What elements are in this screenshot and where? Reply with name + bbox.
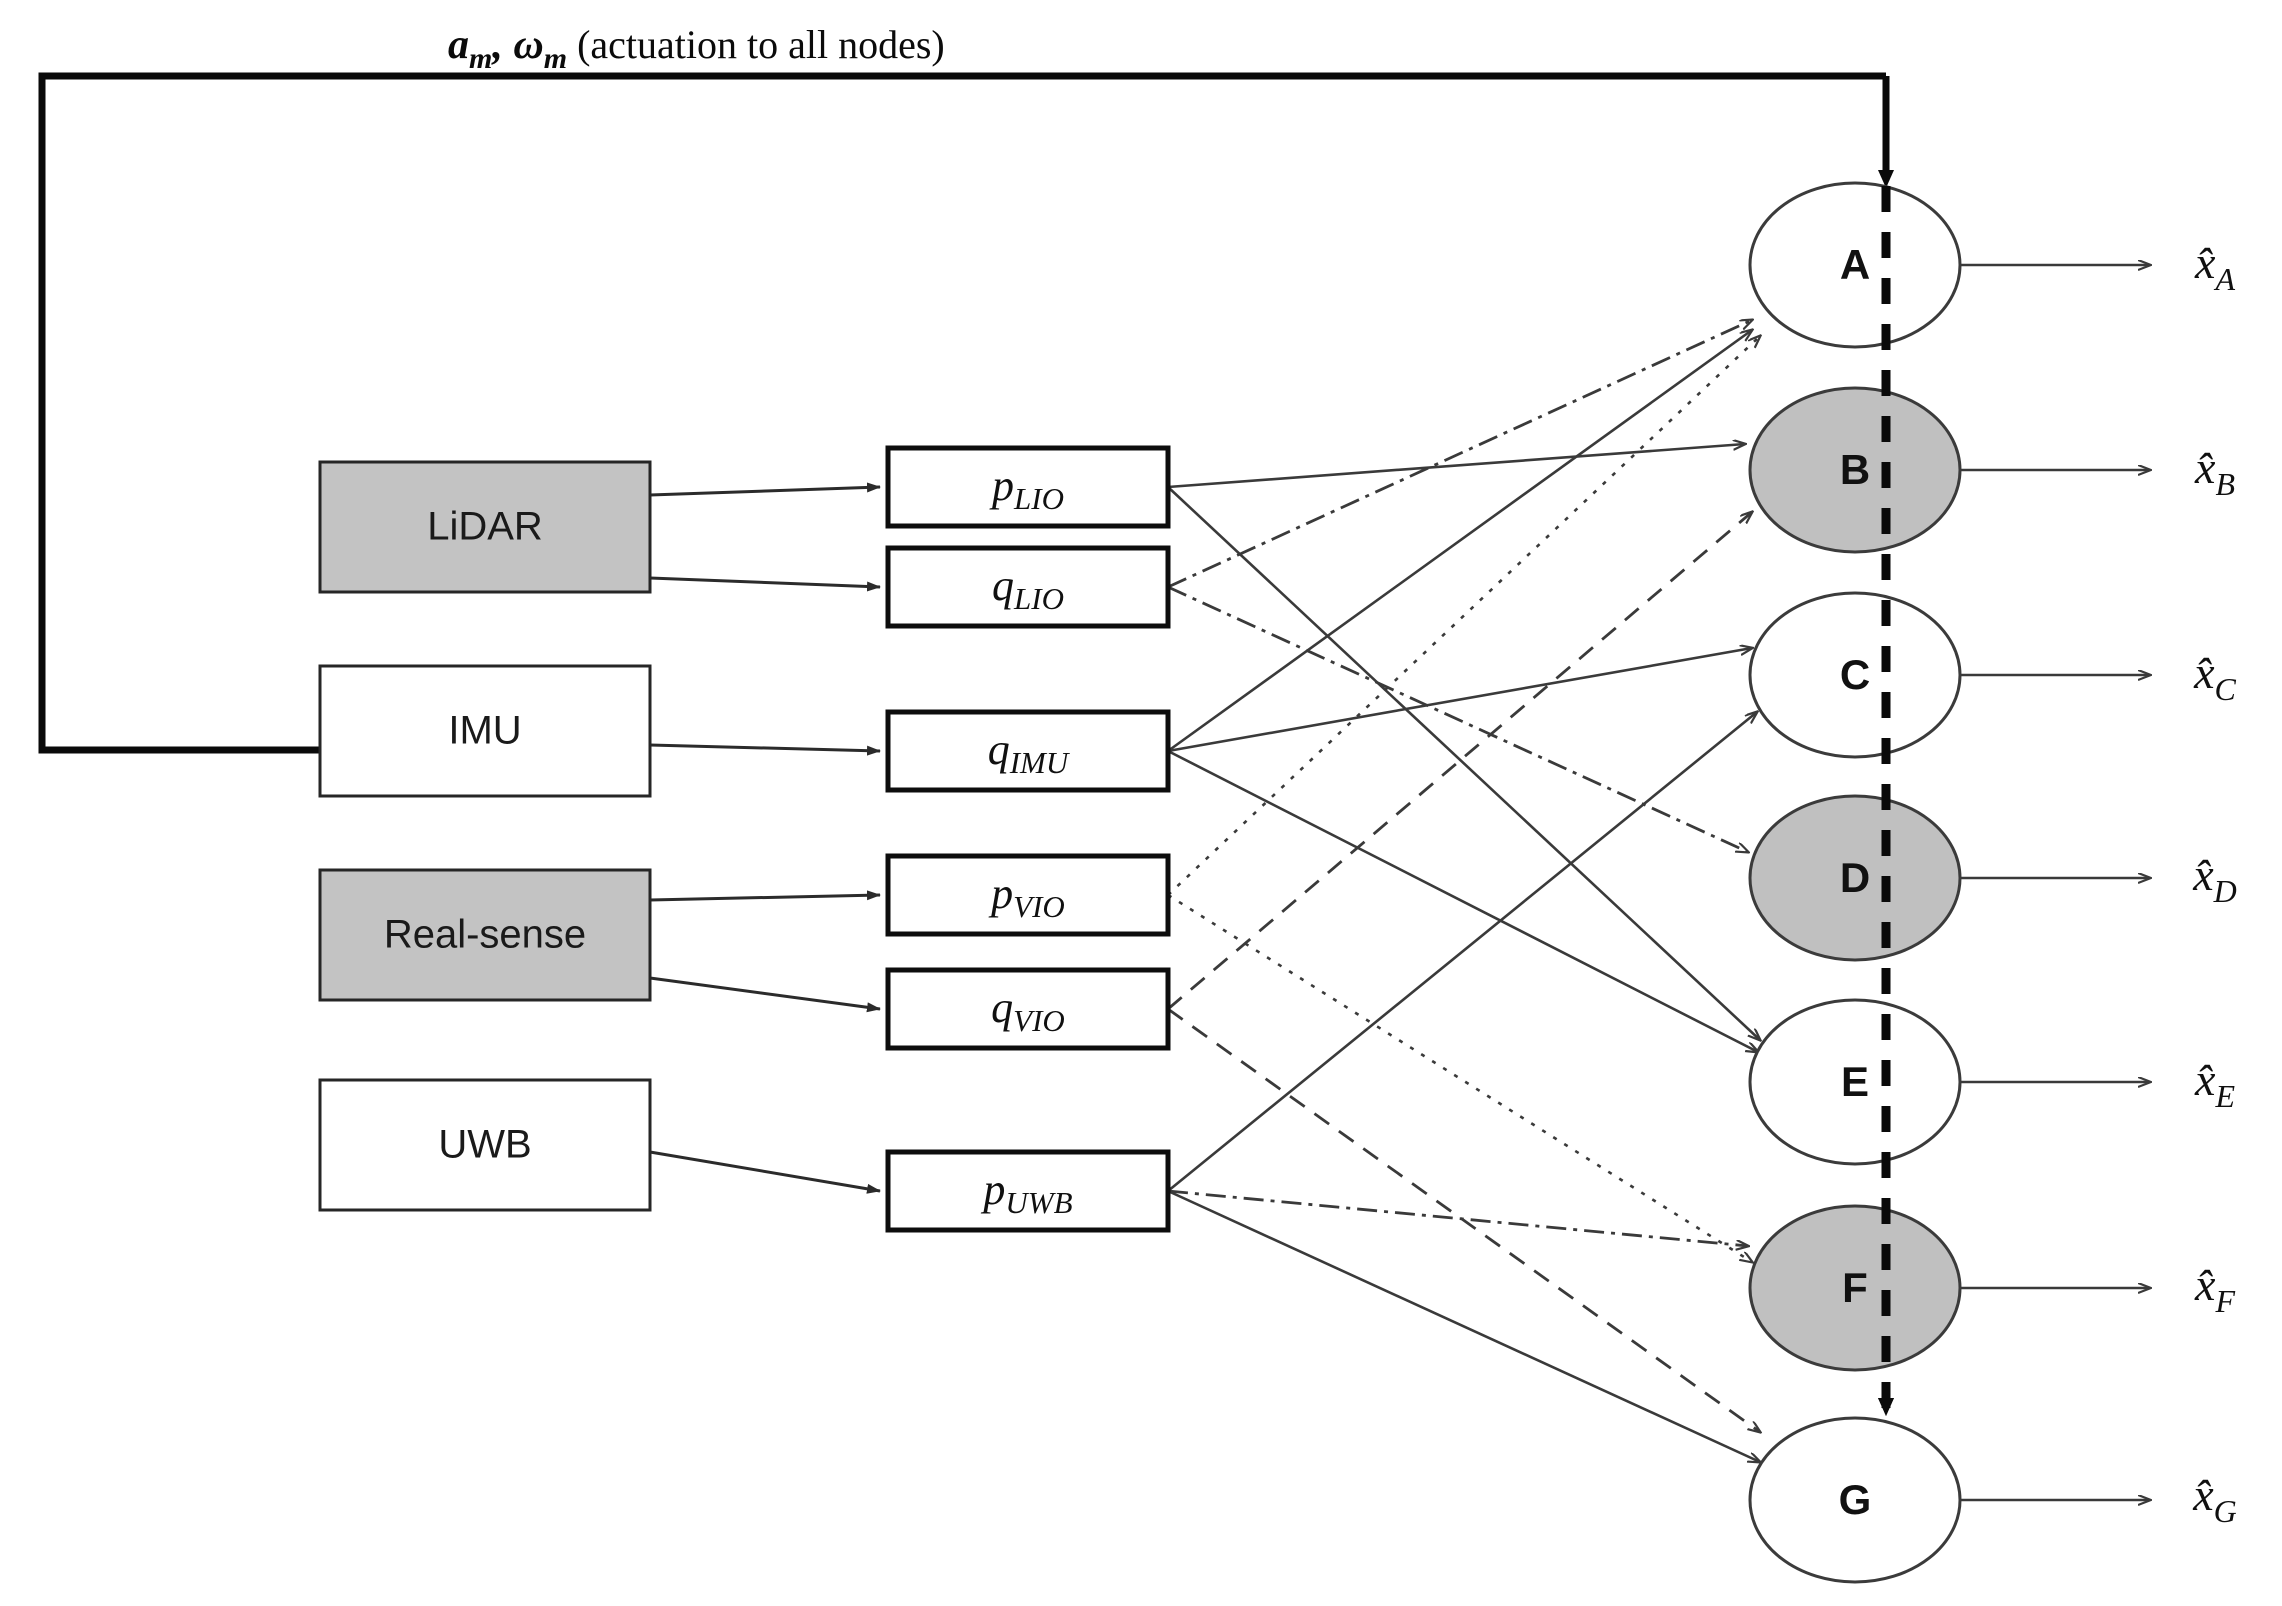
meas-base-p-uwb: p <box>980 1165 1005 1214</box>
node-label-E: E <box>1841 1058 1869 1105</box>
out-base-xD: x̂ <box>2192 849 2214 900</box>
meas-base-q-vio: q <box>991 983 1013 1032</box>
out-sub-xG: G <box>2214 1493 2237 1529</box>
edge-p-lio-to-E <box>1167 486 1760 1040</box>
out-base-xF: x̂ <box>2194 1259 2216 1310</box>
conn-realsense-to-p-vio <box>649 890 881 902</box>
edge-p-uwb-to-F <box>1167 1189 1748 1246</box>
conn-lidar-to-q-lio <box>649 576 881 592</box>
output-label-xC: x̂C <box>2193 647 2236 707</box>
output-label-xD: x̂D <box>2192 849 2237 909</box>
title-symbol-a: a <box>448 22 469 68</box>
output-label-xB: x̂B <box>2194 442 2235 502</box>
out-base-xE: x̂ <box>2194 1054 2216 1105</box>
measurement-label-q-vio: qVIO <box>991 983 1065 1038</box>
node-A[interactable]: A <box>1748 181 1962 349</box>
edge-q-lio-to-A <box>1167 320 1752 589</box>
meas-base-p-lio: p <box>989 461 1014 510</box>
meas-sub-q-lio: LIO <box>1013 581 1064 616</box>
meas-sub-p-uwb: UWB <box>1005 1185 1072 1220</box>
output-label-xE: x̂E <box>2194 1054 2235 1114</box>
conn-lidar-to-p-lio <box>649 482 881 497</box>
out-sub-xC: C <box>2215 671 2237 707</box>
node-E[interactable]: E <box>1748 998 1962 1166</box>
edge-q-vio-to-G <box>1167 1007 1760 1432</box>
sensor-box-uwb[interactable]: UWB <box>318 1078 652 1212</box>
measurement-box-p-uwb[interactable]: pUWB <box>885 1149 1171 1233</box>
output-label-xF: x̂F <box>2194 1259 2235 1319</box>
feedback-loop-path <box>38 72 1886 754</box>
edge-q-imu-to-C <box>1167 648 1752 753</box>
measurement-label-q-lio: qLIO <box>992 561 1064 616</box>
out-sub-xD: D <box>2213 873 2237 909</box>
out-sub-xA: A <box>2213 261 2235 297</box>
conn-imu-to-q-imu <box>649 743 881 756</box>
title-symbol-omega-sub: m <box>544 42 567 75</box>
meas-base-q-lio: q <box>992 561 1014 610</box>
output-label-xG: x̂G <box>2192 1469 2237 1529</box>
out-sub-xF: F <box>2214 1283 2235 1319</box>
title-symbol-a-sub: m <box>469 42 492 75</box>
edge-p-vio-to-A <box>1167 336 1760 896</box>
out-base-xA: x̂ <box>2194 237 2216 288</box>
meas-sub-p-vio: VIO <box>1013 889 1065 924</box>
output-label-xA: x̂A <box>2194 237 2235 297</box>
node-label-B: B <box>1840 446 1870 493</box>
out-base-xG: x̂ <box>2192 1469 2214 1520</box>
meas-sub-p-lio: LIO <box>1013 481 1064 516</box>
edge-q-imu-to-E <box>1167 749 1758 1052</box>
sensor-box-imu[interactable]: IMU <box>318 664 652 798</box>
measurement-box-q-vio[interactable]: qVIO <box>885 967 1171 1051</box>
title-comma: , <box>491 22 513 68</box>
measurement-box-q-lio[interactable]: qLIO <box>885 545 1171 629</box>
edge-q-lio-to-D <box>1167 585 1748 852</box>
sensor-label-lidar: LiDAR <box>427 505 543 549</box>
node-label-D: D <box>1840 854 1870 901</box>
meas-sub-q-imu: IMU <box>1009 745 1071 780</box>
out-base-xB: x̂ <box>2194 442 2216 493</box>
node-label-G: G <box>1839 1476 1872 1523</box>
title-suffix: (actuation to all nodes) <box>567 22 945 67</box>
edge-q-vio-to-B <box>1167 512 1752 1011</box>
node-label-C: C <box>1840 651 1870 698</box>
measurement-box-p-vio[interactable]: pVIO <box>885 853 1171 937</box>
node-G[interactable]: G <box>1748 1416 1962 1584</box>
edge-p-lio-to-B <box>1167 444 1745 489</box>
measurement-label-q-imu: qIMU <box>988 725 1071 780</box>
conn-uwb-to-p-uwb <box>649 1150 881 1194</box>
node-label-A: A <box>1840 241 1870 288</box>
actuation-title: am, ωm (actuation to all nodes) <box>448 22 945 75</box>
out-sub-xE: E <box>2214 1078 2235 1114</box>
meas-base-q-imu: q <box>988 725 1010 774</box>
sensor-label-realsense: Real-sense <box>384 913 586 957</box>
node-C[interactable]: C <box>1748 591 1962 759</box>
measurement-label-p-lio: pLIO <box>989 461 1064 516</box>
sensor-box-lidar[interactable]: LiDAR <box>318 460 652 594</box>
conn-realsense-to-q-vio <box>649 976 881 1013</box>
measurement-label-p-uwb: pUWB <box>980 1165 1072 1220</box>
measurement-box-q-imu[interactable]: qIMU <box>885 709 1171 793</box>
meas-sub-q-vio: VIO <box>1013 1003 1065 1038</box>
measurement-label-p-vio: pVIO <box>988 869 1065 924</box>
meas-base-p-vio: p <box>988 869 1013 918</box>
out-base-xC: x̂ <box>2193 647 2215 698</box>
out-sub-xB: B <box>2215 466 2235 502</box>
sensor-label-imu: IMU <box>448 709 521 753</box>
sensor-label-uwb: UWB <box>438 1123 531 1167</box>
edge-p-vio-to-F <box>1167 893 1752 1262</box>
node-label-F: F <box>1842 1264 1868 1311</box>
edge-q-imu-to-A <box>1167 330 1752 753</box>
node-F[interactable]: F <box>1748 1204 1962 1372</box>
title-symbol-omega: ω <box>513 22 543 68</box>
edge-p-uwb-to-G <box>1167 1189 1760 1462</box>
node-B[interactable]: B <box>1748 386 1962 554</box>
node-D[interactable]: D <box>1748 794 1962 962</box>
sensor-box-realsense[interactable]: Real-sense <box>318 868 652 1002</box>
edge-p-uwb-to-C <box>1167 712 1757 1193</box>
measurement-box-p-lio[interactable]: pLIO <box>885 445 1171 529</box>
